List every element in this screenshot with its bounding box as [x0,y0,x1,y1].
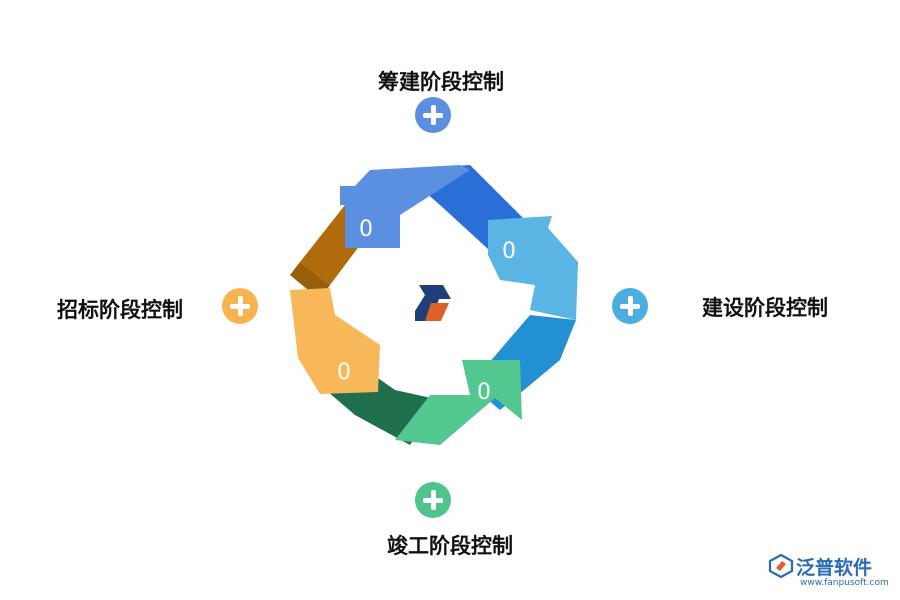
stage-label-bottom: 竣工阶段控制 [387,534,513,558]
brand-url: www.fanpusoft.com [800,578,889,588]
plus-icon-left[interactable] [222,288,258,324]
fanpu-hexagon-logo-icon [415,285,451,321]
arrow-03-number: 0 [477,380,491,405]
arrow-01-digit2: 1 [359,257,373,282]
arrow-02 [488,216,578,320]
arrow-03-digit2: 3 [477,421,491,446]
arrow-03 [395,360,522,445]
stage-label-top: 筹建阶段控制 [378,70,504,94]
arrow-02-number: 0 [502,239,516,264]
plus-icon-top[interactable] [415,97,451,133]
stage-label-right: 建设阶段控制 [702,296,828,320]
stage-label-left: 招标阶段控制 [57,298,183,322]
plus-icon-bottom[interactable] [415,482,451,518]
fanpu-logo-icon [768,553,794,579]
arrow-04 [290,288,380,394]
arrow-01 [340,165,470,248]
arrow-04-number: 0 [337,360,351,385]
arrow-01-number: 0 [359,217,373,242]
brand-name: 泛普软件 [796,557,873,579]
plus-icon-right[interactable] [612,288,648,324]
